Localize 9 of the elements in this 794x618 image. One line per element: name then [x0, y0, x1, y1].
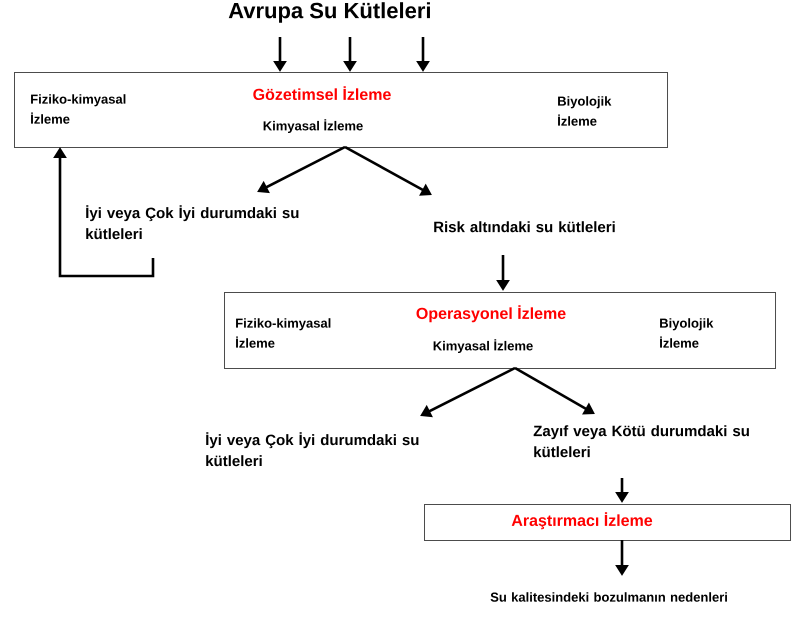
state-text: İyi veya Çok İyi durumdaki su kütleleri — [86, 205, 298, 240]
state-text: Su kalitesindeki bozulmanın nedenleri — [490, 592, 727, 602]
state-text: Risk altındaki su kütleleri — [434, 221, 615, 232]
title: Avrupa Su Kütleleri — [228, 2, 430, 23]
state-text: İyi veya Çok İyi durumdaki su kütleleri — [206, 432, 418, 466]
monitoring-box: Araştırmacı İzleme — [424, 504, 792, 541]
monitoring-box: Operasyonel İzleme Fiziko-kimyasal İzleme Kimyasal İzleme Biyolojik İzleme — [224, 292, 776, 369]
monitoring-box: Gözetimsel İzleme Fiziko-kimyasal İzleme Kimyasal İzleme Biyolojik İzleme — [14, 72, 668, 148]
state-text: Zayıf veya Kötü durumdaki su kütleleri — [534, 425, 749, 458]
